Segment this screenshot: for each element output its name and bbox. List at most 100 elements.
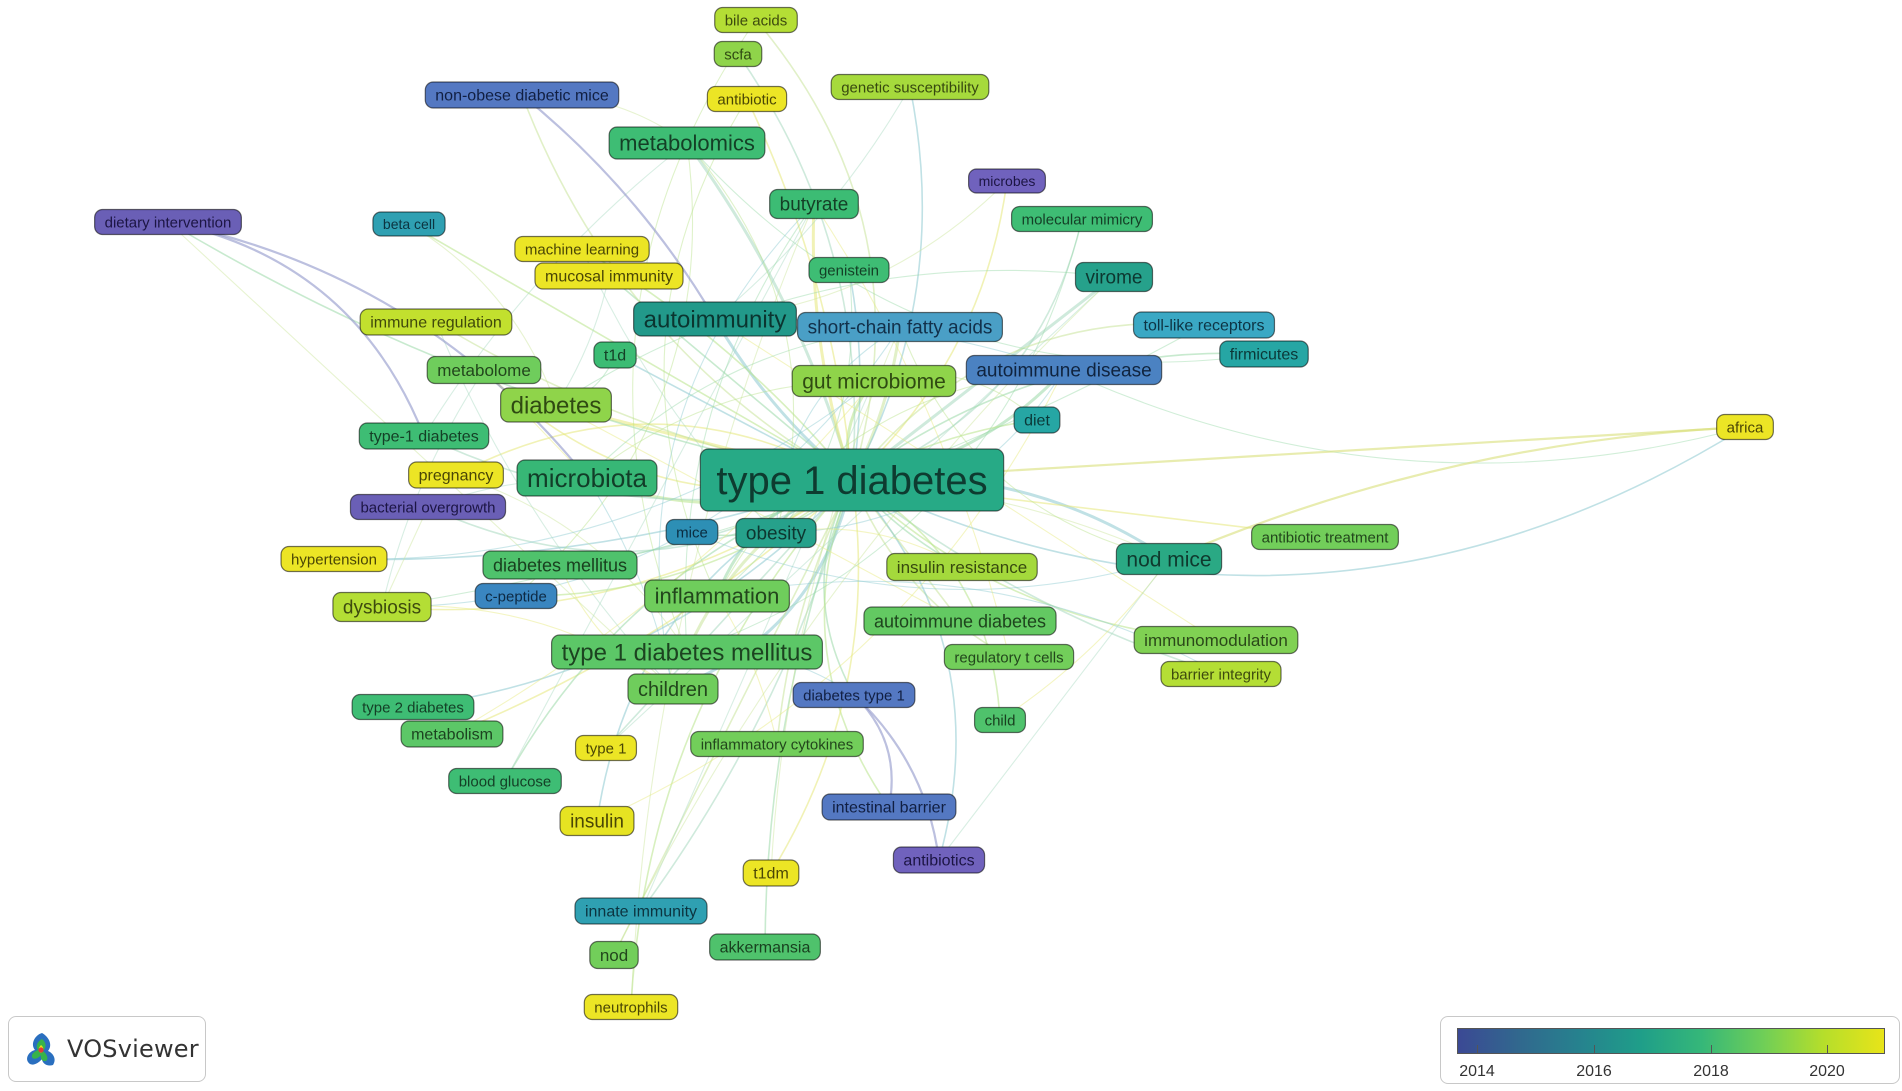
node-box[interactable] (769, 188, 859, 220)
node-blood-glucose[interactable]: blood glucose (448, 767, 562, 795)
node-microbes[interactable]: microbes (968, 168, 1046, 194)
node-box[interactable] (608, 126, 766, 160)
node-nod[interactable]: nod (589, 940, 639, 970)
node-beta-cell[interactable]: beta cell (372, 211, 446, 237)
node-c-peptide[interactable]: c-peptide (474, 582, 558, 610)
node-box[interactable] (574, 897, 708, 925)
node-autoimmunity[interactable]: autoimmunity (633, 301, 797, 337)
node-barrier-integrity[interactable]: barrier integrity (1160, 660, 1282, 688)
node-metabolome[interactable]: metabolome (426, 355, 542, 385)
node-antibiotic[interactable]: antibiotic (706, 85, 788, 113)
node-innate-immunity[interactable]: innate immunity (574, 897, 708, 925)
node-box[interactable] (965, 354, 1163, 386)
node-box[interactable] (633, 301, 797, 337)
node-box[interactable] (968, 168, 1046, 194)
node-box[interactable] (358, 422, 490, 450)
node-dysbiosis[interactable]: dysbiosis (332, 591, 432, 623)
node-box[interactable] (792, 681, 916, 709)
node-child[interactable]: child (973, 706, 1027, 734)
node-box[interactable] (791, 364, 957, 398)
node-butyrate[interactable]: butyrate (769, 188, 859, 220)
node-dietary-intervention[interactable]: dietary intervention (94, 208, 242, 236)
node-box[interactable] (426, 355, 542, 385)
node-box[interactable] (372, 211, 446, 237)
node-hypertension[interactable]: hypertension (280, 545, 388, 573)
node-t1dm[interactable]: t1dm (742, 859, 800, 887)
node-antibiotics[interactable]: antibiotics (892, 846, 986, 874)
node-autoimmune-diabetes[interactable]: autoimmune diabetes (863, 606, 1057, 636)
node-box[interactable] (709, 933, 821, 961)
node-regulatory-t-cells[interactable]: regulatory t cells (943, 643, 1075, 671)
node-genetic-susceptibility[interactable]: genetic susceptibility (830, 73, 990, 101)
node-type-1-diabetes-mellitus[interactable]: type 1 diabetes mellitus (550, 634, 824, 670)
node-type-1-diabetes[interactable]: type-1 diabetes (358, 422, 490, 450)
node-box[interactable] (1160, 660, 1282, 688)
node-t1d[interactable]: t1d (593, 341, 637, 369)
node-short-chain-fatty-acids[interactable]: short-chain fatty acids (796, 311, 1004, 343)
node-toll-like-receptors[interactable]: toll-like receptors (1132, 311, 1276, 339)
node-pregnancy[interactable]: pregnancy (408, 461, 504, 489)
node-box[interactable] (714, 6, 798, 34)
node-gut-microbiome[interactable]: gut microbiome (791, 364, 957, 398)
node-inflammatory-cytokines[interactable]: inflammatory cytokines (690, 730, 864, 758)
node-box[interactable] (735, 517, 817, 549)
node-box[interactable] (550, 634, 824, 670)
node-box[interactable] (665, 518, 719, 546)
node-box[interactable] (1074, 261, 1154, 293)
node-box[interactable] (713, 40, 763, 68)
node-box[interactable] (690, 730, 864, 758)
node-diabetes-type-1[interactable]: diabetes type 1 (792, 681, 916, 709)
node-bacterial-overgrowth[interactable]: bacterial overgrowth (349, 493, 507, 521)
node-obesity[interactable]: obesity (735, 517, 817, 549)
node-nod-mice[interactable]: nod mice (1115, 542, 1223, 576)
node-insulin[interactable]: insulin (559, 805, 635, 837)
node-box[interactable] (500, 387, 612, 423)
node-box[interactable] (534, 262, 684, 290)
node-box[interactable] (1251, 523, 1399, 551)
node-virome[interactable]: virome (1074, 261, 1154, 293)
node-bile-acids[interactable]: bile acids (714, 6, 798, 34)
node-box[interactable] (821, 793, 957, 821)
node-antibiotic-treatment[interactable]: antibiotic treatment (1251, 523, 1399, 551)
node-insulin-resistance[interactable]: insulin resistance (886, 552, 1038, 582)
node-metabolism[interactable]: metabolism (400, 720, 504, 748)
node-inflammation[interactable]: inflammation (644, 579, 790, 613)
node-type-2-diabetes[interactable]: type 2 diabetes (351, 693, 475, 721)
node-box[interactable] (408, 461, 504, 489)
node-children[interactable]: children (627, 673, 719, 705)
node-box[interactable] (482, 550, 638, 580)
node-box[interactable] (644, 579, 790, 613)
node-box[interactable] (593, 341, 637, 369)
node-neutrophils[interactable]: neutrophils (583, 993, 679, 1021)
node-immune-regulation[interactable]: immune regulation (359, 308, 513, 336)
node-box[interactable] (424, 81, 620, 109)
node-box[interactable] (943, 643, 1075, 671)
node-type-1-diabetes[interactable]: type 1 diabetes (699, 448, 1005, 512)
node-diet[interactable]: diet (1013, 406, 1061, 434)
node-immunomodulation[interactable]: immunomodulation (1133, 625, 1299, 655)
node-box[interactable] (830, 73, 990, 101)
node-box[interactable] (886, 552, 1038, 582)
node-molecular-mimicry[interactable]: molecular mimicry (1010, 205, 1154, 233)
node-box[interactable] (796, 311, 1004, 343)
node-microbiota[interactable]: microbiota (516, 459, 658, 497)
node-box[interactable] (94, 208, 242, 236)
node-box[interactable] (516, 459, 658, 497)
node-metabolomics[interactable]: metabolomics (608, 126, 766, 160)
node-box[interactable] (574, 734, 638, 762)
node-box[interactable] (1115, 542, 1223, 576)
node-africa[interactable]: africa (1716, 413, 1774, 441)
node-box[interactable] (589, 940, 639, 970)
node-box[interactable] (808, 256, 890, 284)
node-firmicutes[interactable]: firmicutes (1219, 340, 1309, 368)
node-box[interactable] (1133, 625, 1299, 655)
node-box[interactable] (351, 693, 475, 721)
node-box[interactable] (332, 591, 432, 623)
node-mucosal-immunity[interactable]: mucosal immunity (534, 262, 684, 290)
node-box[interactable] (742, 859, 800, 887)
node-box[interactable] (559, 805, 635, 837)
node-genistein[interactable]: genistein (808, 256, 890, 284)
node-diabetes[interactable]: diabetes (500, 387, 612, 423)
node-diabetes-mellitus[interactable]: diabetes mellitus (482, 550, 638, 580)
node-box[interactable] (627, 673, 719, 705)
